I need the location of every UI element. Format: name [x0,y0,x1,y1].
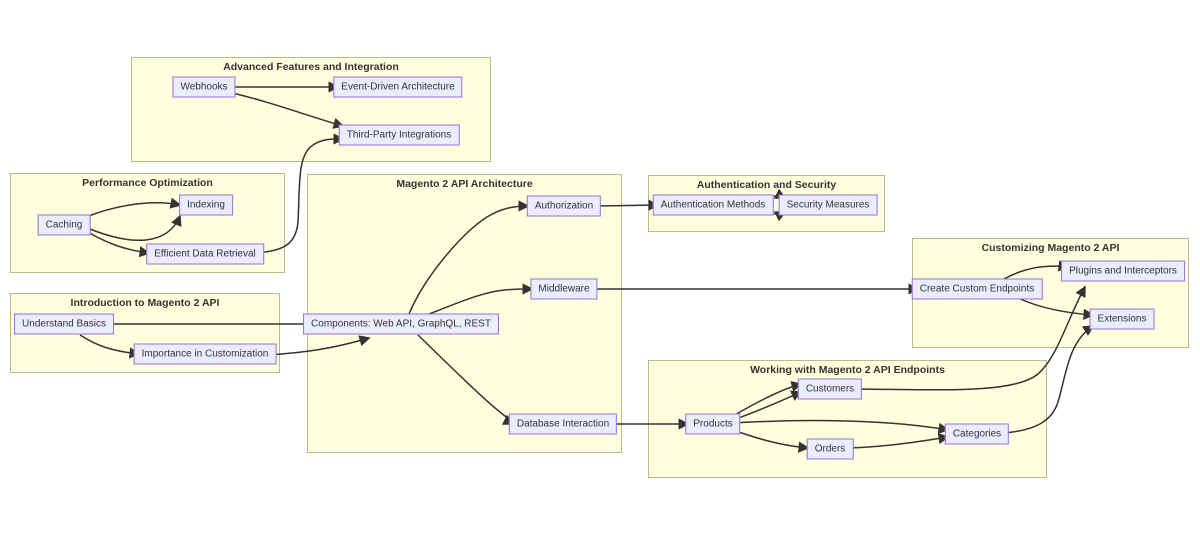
node-importance-in-customization: Importance in Customization [133,343,277,365]
node-orders: Orders [806,438,854,460]
node-categories: Categories [944,423,1010,445]
node-authentication-methods: Authentication Methods [652,194,774,216]
node-database-interaction: Database Interaction [508,413,618,435]
node-efficient-data-retrieval: Efficient Data Retrieval [146,243,264,265]
node-third-party-integrations: Third-Party Integrations [338,124,460,146]
node-indexing: Indexing [179,194,233,216]
cluster-title: Advanced Features and Integration [223,61,399,73]
node-plugins-and-interceptors: Plugins and Interceptors [1061,260,1185,282]
node-event-driven-architecture: Event-Driven Architecture [333,76,463,98]
cluster-title: Magento 2 API Architecture [396,178,533,190]
node-security-measures: Security Measures [778,194,878,216]
cluster-title: Authentication and Security [696,179,837,191]
node-understand-basics: Understand Basics [14,313,114,335]
node-components: Components: Web API, GraphQL, REST [303,313,499,335]
cluster-title: Working with Magento 2 API Endpoints [750,364,945,376]
node-customers: Customers [797,378,863,400]
node-caching: Caching [37,214,91,236]
cluster-title: Performance Optimization [82,177,213,189]
node-products: Products [685,413,741,435]
cluster-title: Introduction to Magento 2 API [70,297,220,309]
node-extensions: Extensions [1089,308,1155,330]
node-authorization: Authorization [526,195,602,217]
cluster-advanced-features: Advanced Features and Integration [131,57,491,162]
cluster-title: Customizing Magento 2 API [981,242,1120,254]
node-middleware: Middleware [530,278,598,300]
node-create-custom-endpoints: Create Custom Endpoints [911,278,1043,300]
node-webhooks: Webhooks [172,76,236,98]
